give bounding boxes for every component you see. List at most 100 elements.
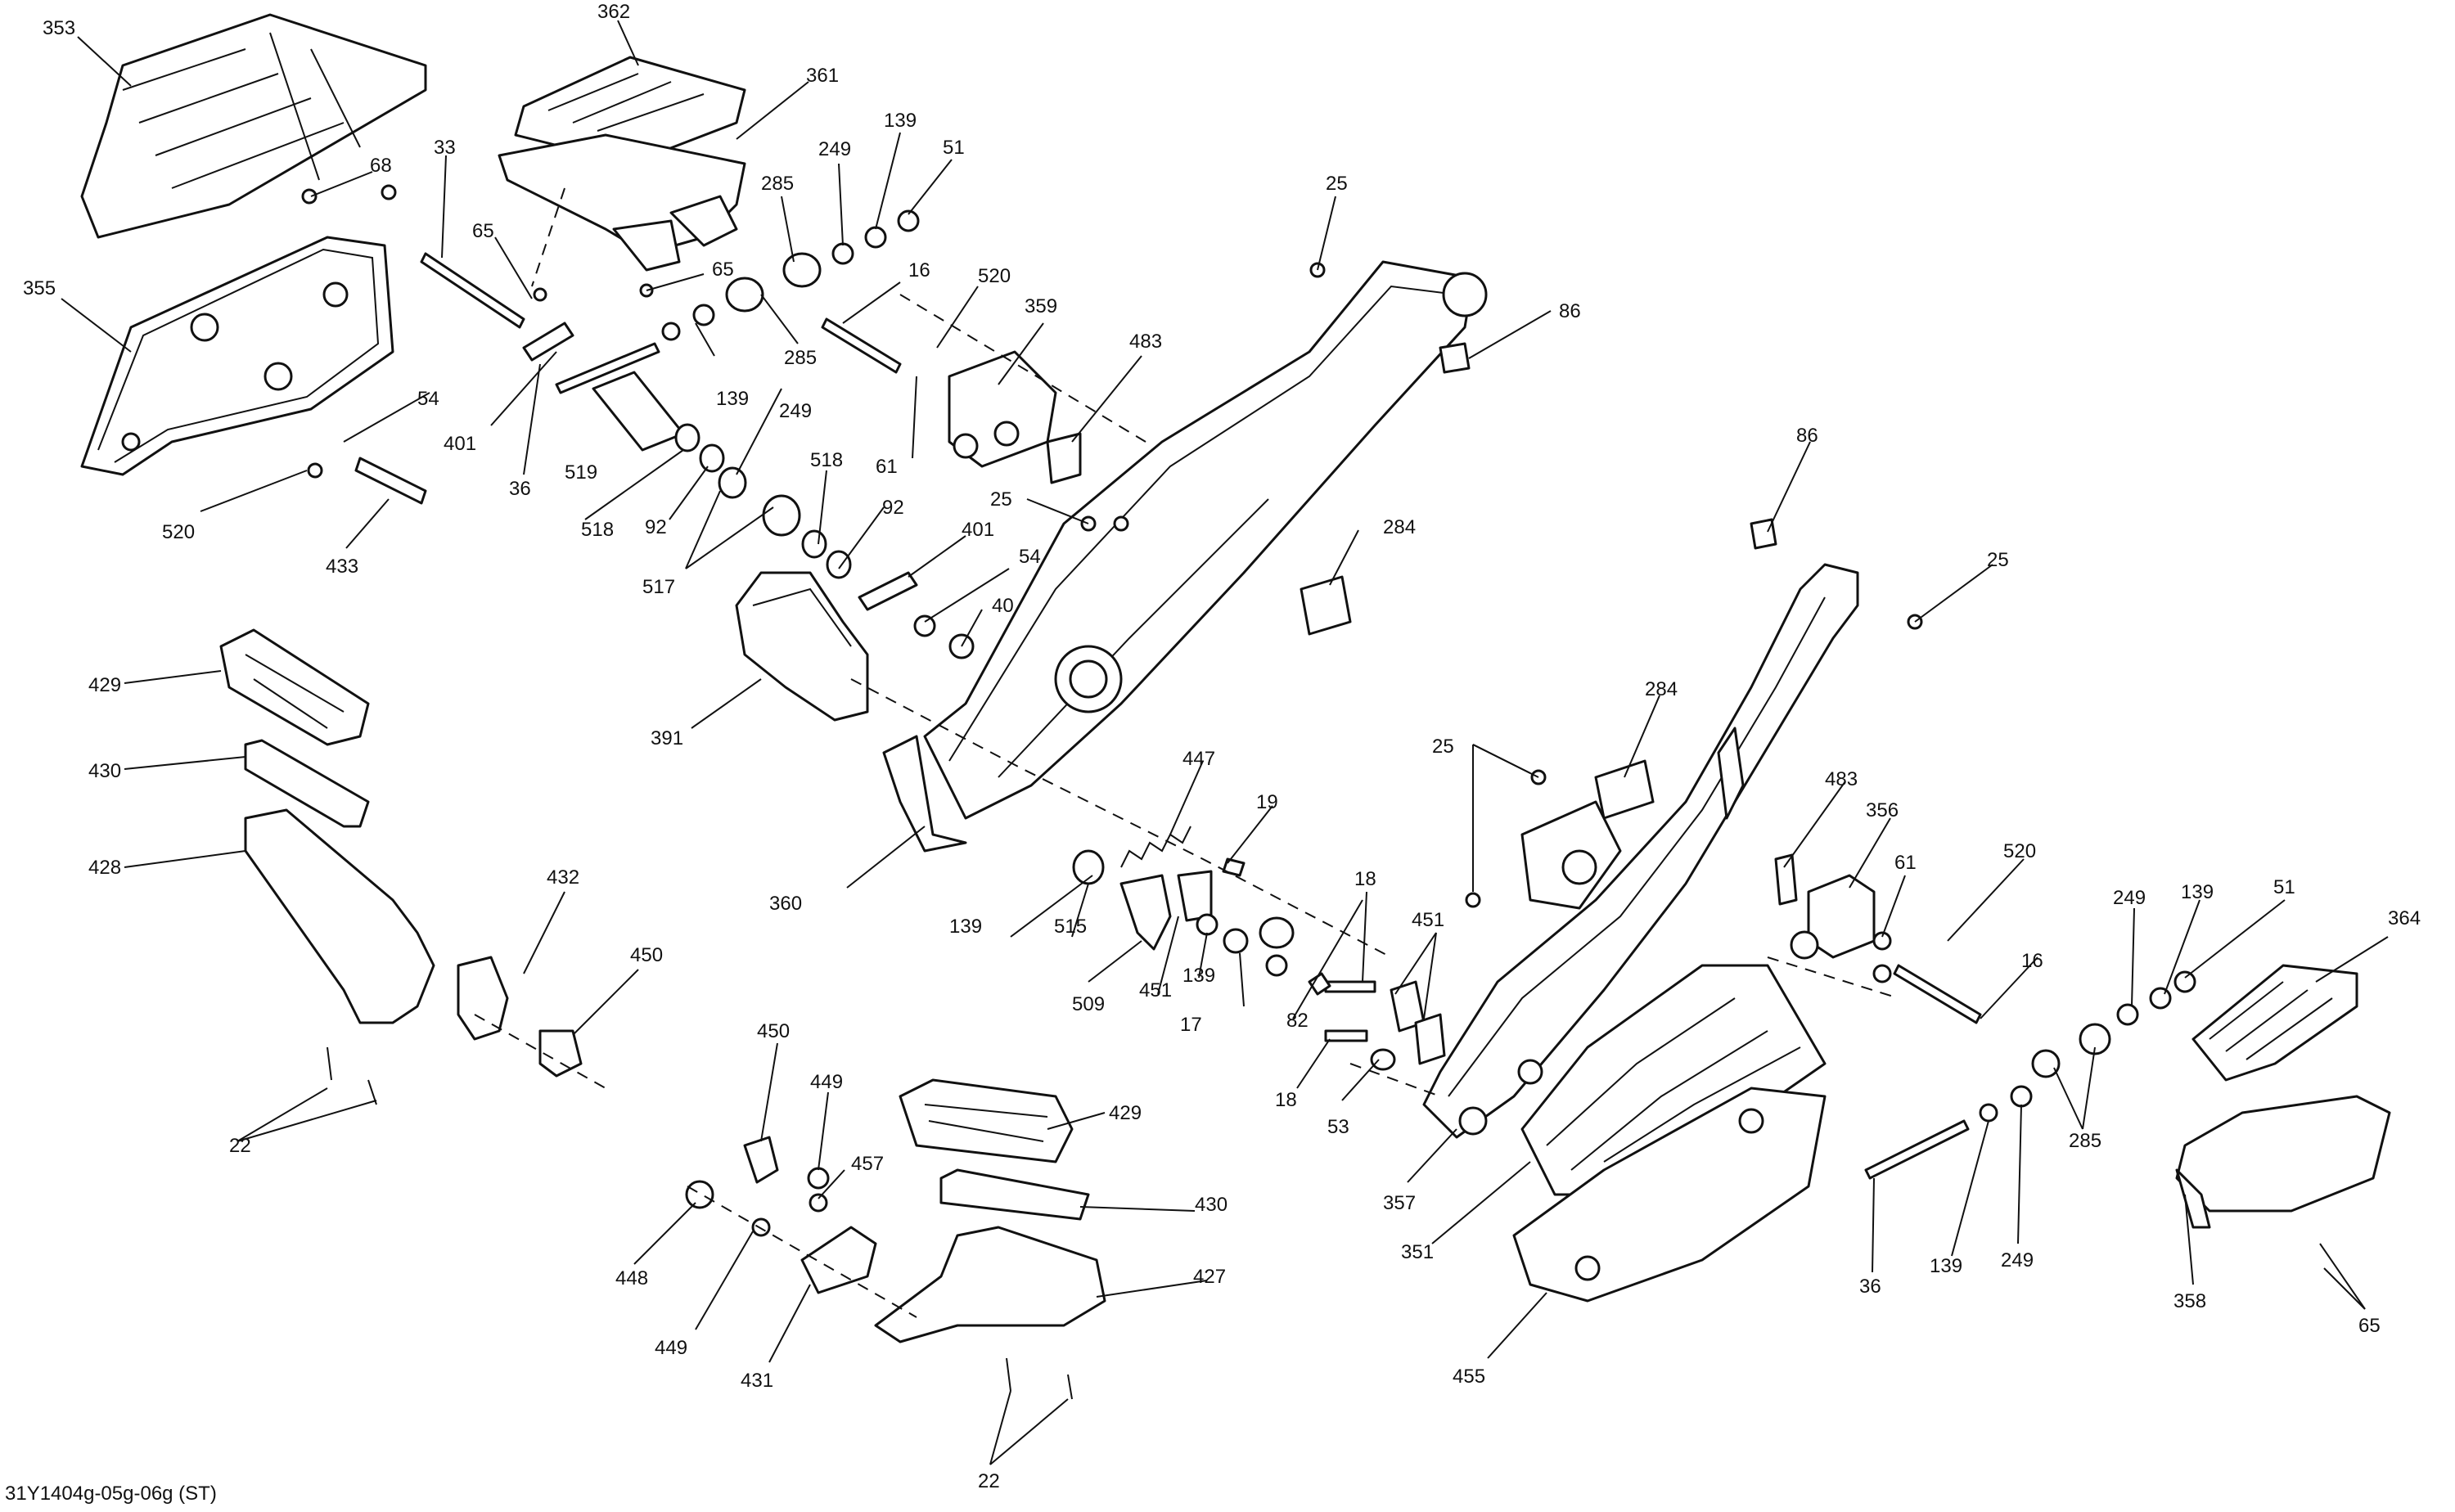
callout: 432 — [547, 866, 579, 889]
callout: 455 — [1453, 1366, 1485, 1388]
callout: 401 — [962, 519, 994, 541]
callout: 249 — [2001, 1249, 2034, 1271]
callout: 355 — [23, 277, 56, 299]
callout: 519 — [565, 461, 597, 484]
callout: 359 — [1025, 295, 1057, 317]
callout: 357 — [1383, 1192, 1416, 1214]
callout: 451 — [1412, 909, 1444, 931]
callout: 448 — [615, 1267, 648, 1289]
callout: 139 — [1930, 1255, 1962, 1277]
callout: 139 — [716, 388, 749, 410]
callout: 22 — [229, 1135, 251, 1157]
callout: 433 — [326, 556, 358, 578]
callout: 25 — [1432, 736, 1454, 758]
callout: 54 — [1019, 546, 1041, 568]
callout: 353 — [43, 17, 75, 39]
callout: 249 — [818, 138, 851, 160]
callout: 518 — [581, 519, 614, 541]
right-hardware-part — [1864, 964, 2196, 1180]
callout: 358 — [2173, 1290, 2206, 1312]
callout: 65 — [712, 259, 734, 281]
callout: 65 — [472, 220, 494, 242]
callout: 249 — [779, 400, 812, 422]
callout: 364 — [2388, 907, 2421, 929]
callout: 25 — [1326, 173, 1348, 195]
callout: 17 — [1180, 1014, 1202, 1036]
callout: 449 — [810, 1071, 843, 1093]
center-lower-footpeg-part — [685, 1078, 1106, 1400]
callout: 19 — [1256, 791, 1278, 813]
callout: 361 — [806, 65, 839, 87]
callout: 517 — [642, 576, 675, 598]
leader-lines — [61, 20, 2389, 1465]
callout: 428 — [88, 857, 121, 879]
callout: 451 — [1139, 979, 1172, 1001]
callout: 483 — [1129, 331, 1162, 353]
callout: 450 — [630, 944, 663, 966]
callout: 401 — [444, 433, 476, 455]
callout: 457 — [851, 1153, 884, 1175]
callout: 16 — [908, 259, 930, 281]
callout: 54 — [417, 388, 439, 410]
callout: 450 — [757, 1020, 790, 1042]
callout: 285 — [784, 347, 817, 369]
callout: 284 — [1645, 678, 1678, 700]
callout: 447 — [1182, 748, 1215, 770]
callout: 430 — [1195, 1194, 1228, 1216]
callout: 520 — [978, 265, 1011, 287]
callout: 429 — [88, 674, 121, 696]
callout: 61 — [876, 456, 898, 478]
left-lower-footpeg-part — [219, 628, 583, 1105]
footboard-cover-part — [80, 13, 427, 239]
callout: 25 — [990, 488, 1012, 511]
callout: 518 — [810, 449, 843, 471]
callout: 86 — [1796, 425, 1818, 447]
callout: 65 — [2358, 1315, 2381, 1337]
footboard-base-part — [80, 236, 394, 476]
callout: 22 — [978, 1470, 1000, 1492]
callout: 82 — [1286, 1010, 1309, 1032]
callout: 139 — [2181, 881, 2214, 903]
callout: 483 — [1825, 768, 1858, 790]
left-frame-arm-part — [882, 260, 1488, 853]
callout: 33 — [434, 137, 456, 159]
cover-part — [735, 571, 869, 722]
callout: 431 — [741, 1370, 773, 1392]
callout: 249 — [2113, 887, 2146, 909]
bracket-part — [948, 350, 1082, 484]
right-footboard-part — [1512, 964, 1827, 1303]
callout: 18 — [1354, 868, 1376, 890]
callout: 509 — [1072, 993, 1105, 1015]
passenger-footpeg-part — [498, 56, 746, 272]
callout: 429 — [1109, 1102, 1142, 1124]
callout: 51 — [2273, 876, 2295, 898]
callout-labels: 353 362 361 68 33 65 65 285 249 139 51 2… — [23, 1, 2421, 1492]
callout: 18 — [1275, 1089, 1297, 1111]
callout: 362 — [597, 1, 630, 23]
callout: 391 — [651, 727, 683, 749]
assembly-axes — [474, 187, 1899, 1318]
callout: 61 — [1894, 852, 1917, 874]
callout: 92 — [882, 497, 904, 519]
callout: 520 — [2003, 840, 2036, 862]
callout: 53 — [1327, 1116, 1349, 1138]
callout: 139 — [1182, 965, 1215, 987]
callout: 36 — [509, 478, 531, 500]
callout: 25 — [1987, 549, 2009, 571]
spring-hardware-part — [1072, 826, 1446, 1071]
callout: 92 — [645, 516, 667, 538]
callout: 86 — [1559, 300, 1581, 322]
callout: 285 — [2069, 1130, 2101, 1152]
parts-artwork — [80, 13, 2391, 1400]
callout: 360 — [769, 893, 802, 915]
callout: 449 — [655, 1337, 687, 1359]
right-frame-arm-part — [1422, 563, 1859, 1139]
callout: 430 — [88, 760, 121, 782]
right-passenger-footpeg-part — [2175, 964, 2391, 1229]
callout: 51 — [943, 137, 965, 159]
callout: 520 — [162, 521, 195, 543]
callout: 40 — [992, 595, 1014, 617]
callout: 515 — [1054, 916, 1087, 938]
callout: 139 — [884, 110, 917, 132]
